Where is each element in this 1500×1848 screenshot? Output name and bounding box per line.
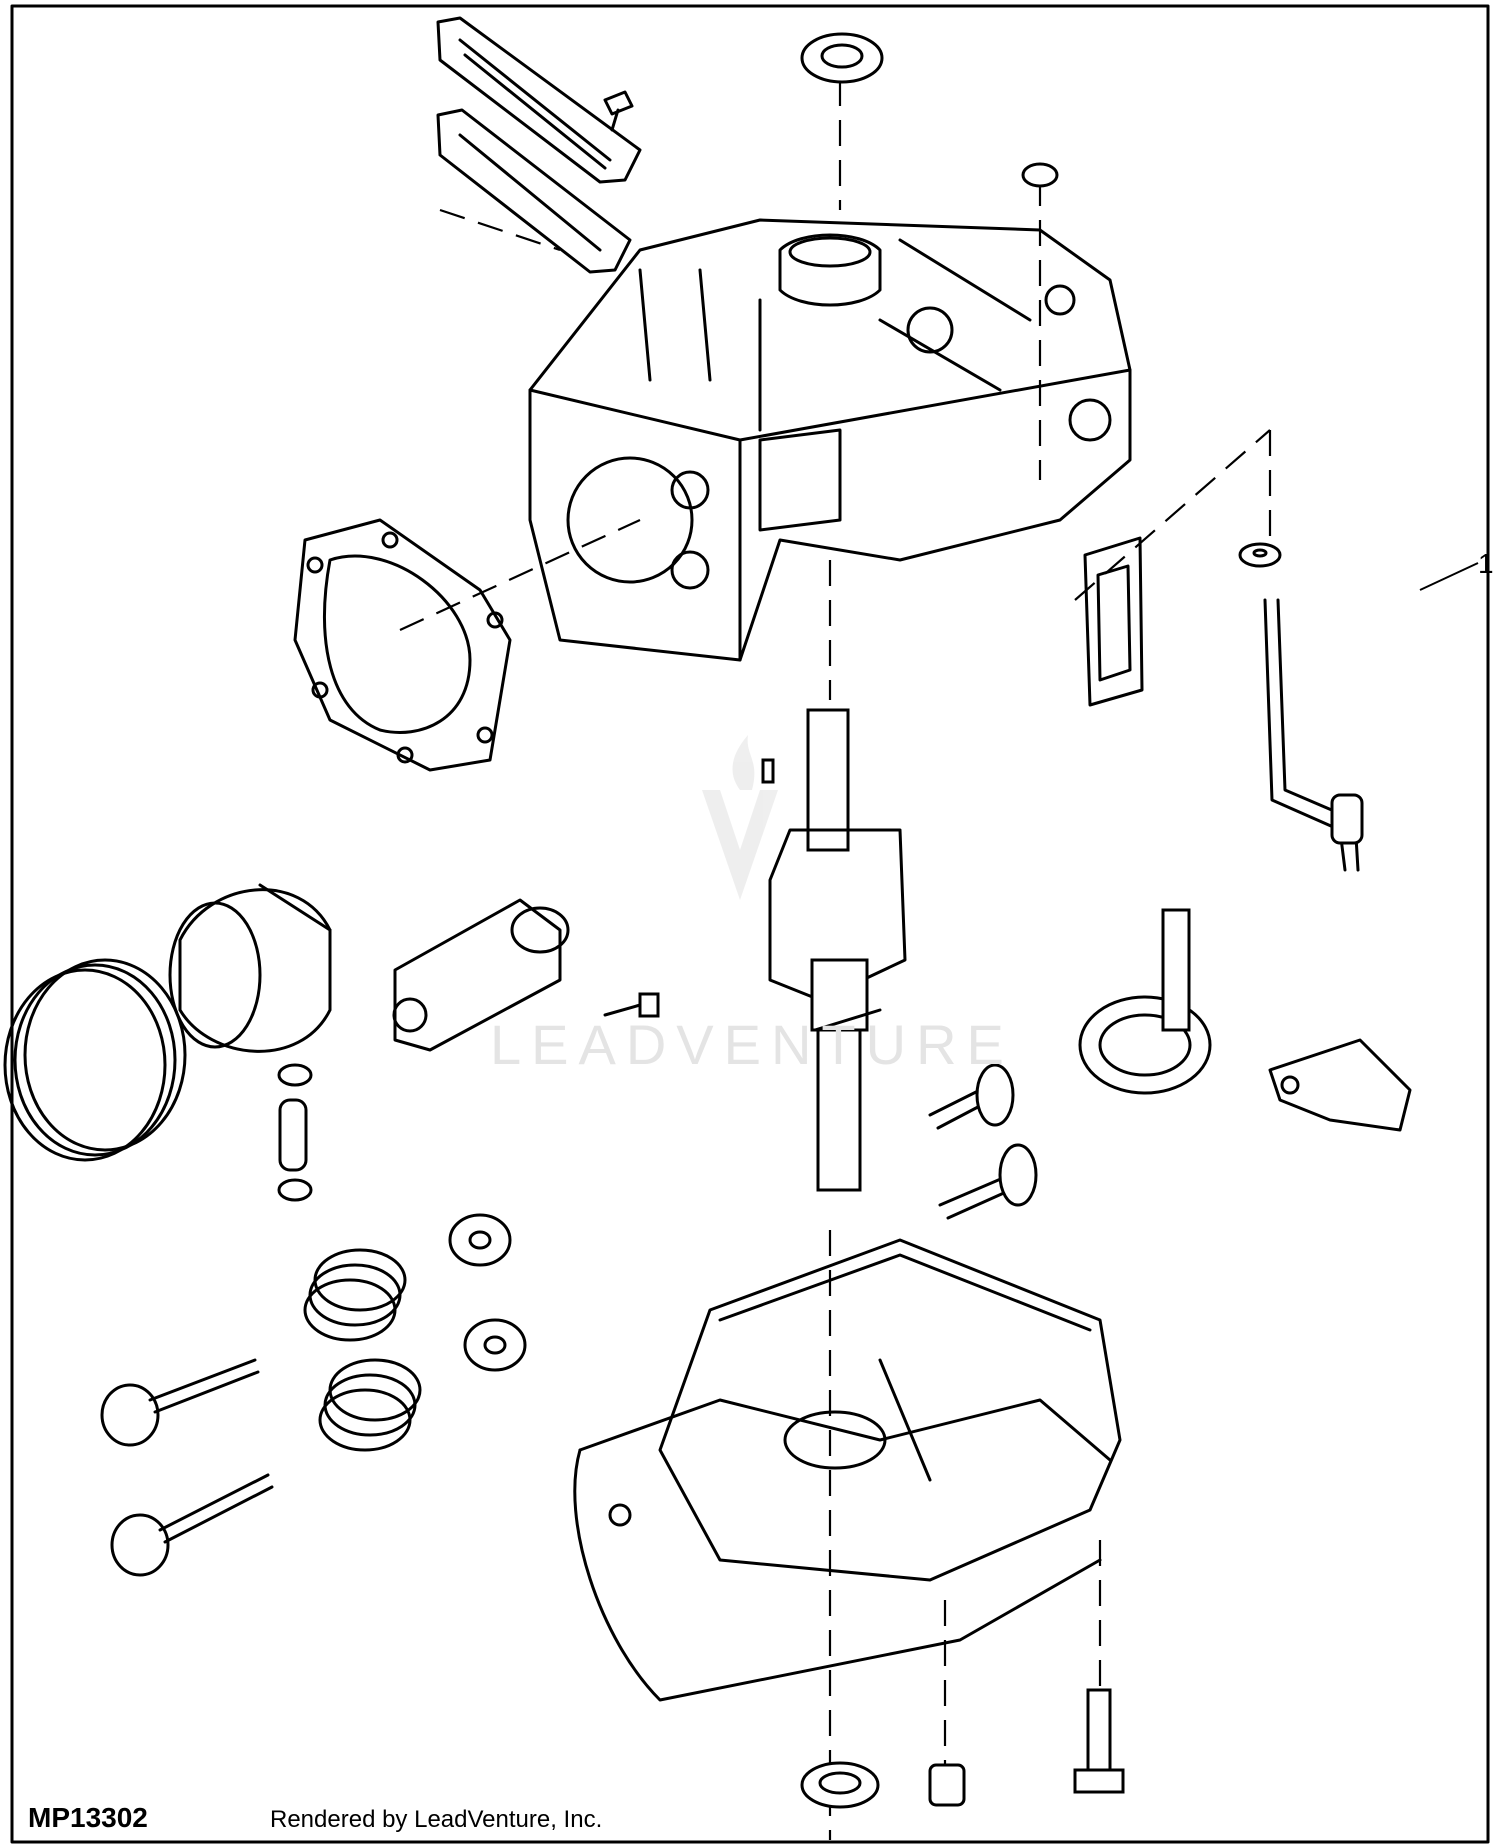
diagram-border <box>10 4 1490 1844</box>
callout-number: 1 <box>1478 548 1494 579</box>
valve-cover-gasket <box>1083 536 1144 707</box>
intake-valve <box>100 1358 260 1447</box>
retaining-clip-lower <box>277 1178 313 1202</box>
cover-bolt <box>1073 1688 1125 1794</box>
leadventure-watermark-logo <box>702 735 778 900</box>
woodruff-key <box>761 758 775 784</box>
tappet-upper <box>928 1063 1015 1130</box>
cylinder-head-gasket <box>293 518 512 772</box>
valve-keeper-lower <box>463 1318 527 1372</box>
piston-pin <box>278 1098 308 1172</box>
piston-rings <box>3 958 187 1162</box>
connecting-rod <box>392 898 570 1052</box>
drain-plug <box>928 1763 966 1807</box>
governor-bracket <box>1268 1038 1412 1132</box>
small-bearing <box>1021 162 1059 188</box>
tappet-lower <box>938 1143 1038 1220</box>
diagram-code: MP13302 <box>28 1802 148 1833</box>
breather-gasket-lower <box>436 108 632 274</box>
piston <box>168 883 332 1053</box>
callout-leader <box>1419 562 1479 591</box>
cylinder-block <box>528 218 1132 662</box>
exhaust-valve <box>110 1473 274 1577</box>
breather-screw <box>603 90 634 132</box>
watermark-text: LEADVENTURE <box>490 1013 1014 1076</box>
breather-gasket-upper <box>436 16 642 184</box>
washer <box>1238 542 1282 568</box>
retaining-clip-upper <box>277 1063 313 1087</box>
valve-spring-lower <box>318 1358 422 1452</box>
render-credit: Rendered by LeadVenture, Inc. <box>270 1806 603 1833</box>
oil-seal-top <box>800 32 884 84</box>
crankshaft <box>768 708 907 1192</box>
valve-spring-upper <box>303 1248 407 1342</box>
valve-keeper-upper <box>448 1213 512 1267</box>
camshaft-gear <box>1078 908 1212 1095</box>
crankcase-cover <box>573 1238 1122 1702</box>
oil-seal-bottom <box>800 1761 880 1809</box>
rod-bolt <box>603 992 660 1018</box>
dipstick-tube <box>1263 598 1364 872</box>
